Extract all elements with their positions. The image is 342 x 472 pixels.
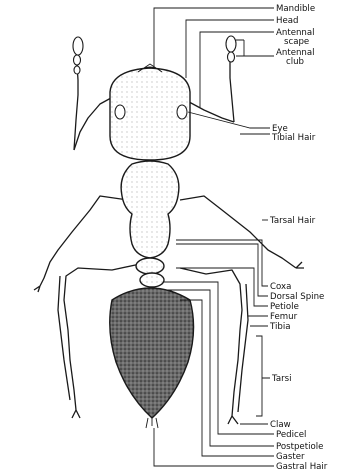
label-petiole: Petiole bbox=[270, 302, 299, 312]
label-gastral-hair: Gastral Hair bbox=[276, 462, 328, 472]
label-postpetiole: Postpetiole bbox=[276, 442, 323, 452]
label-femur: Femur bbox=[270, 312, 298, 322]
label-dorsal-spine: Dorsal Spine bbox=[270, 292, 324, 302]
petiole bbox=[136, 258, 164, 274]
label-claw: Claw bbox=[270, 420, 291, 430]
label-tibia: Tibia bbox=[269, 322, 290, 332]
label-tibial-hair: Tibial Hair bbox=[271, 133, 316, 143]
postpetiole bbox=[140, 273, 164, 287]
thorax bbox=[121, 161, 179, 258]
label-coxa: Coxa bbox=[270, 282, 291, 292]
label-pedicel: Pedicel bbox=[276, 430, 306, 440]
label-tarsal-hair: Tarsal Hair bbox=[269, 216, 316, 226]
right-eye bbox=[177, 105, 187, 119]
label-head: Head bbox=[276, 16, 298, 26]
label-antennal-scape-line2: scape bbox=[284, 37, 309, 47]
ant-illustration bbox=[34, 36, 304, 428]
label-mandible: Mandible bbox=[276, 4, 315, 14]
left-eye bbox=[115, 105, 125, 119]
label-gaster: Gaster bbox=[276, 452, 305, 462]
label-tarsi: Tarsi bbox=[271, 374, 292, 384]
gaster bbox=[110, 288, 194, 418]
gastral-hairs bbox=[146, 418, 158, 428]
labels: Mandible Head Antennal scape Antennal cl… bbox=[269, 4, 328, 472]
label-antennal-club-line2: club bbox=[286, 57, 304, 67]
